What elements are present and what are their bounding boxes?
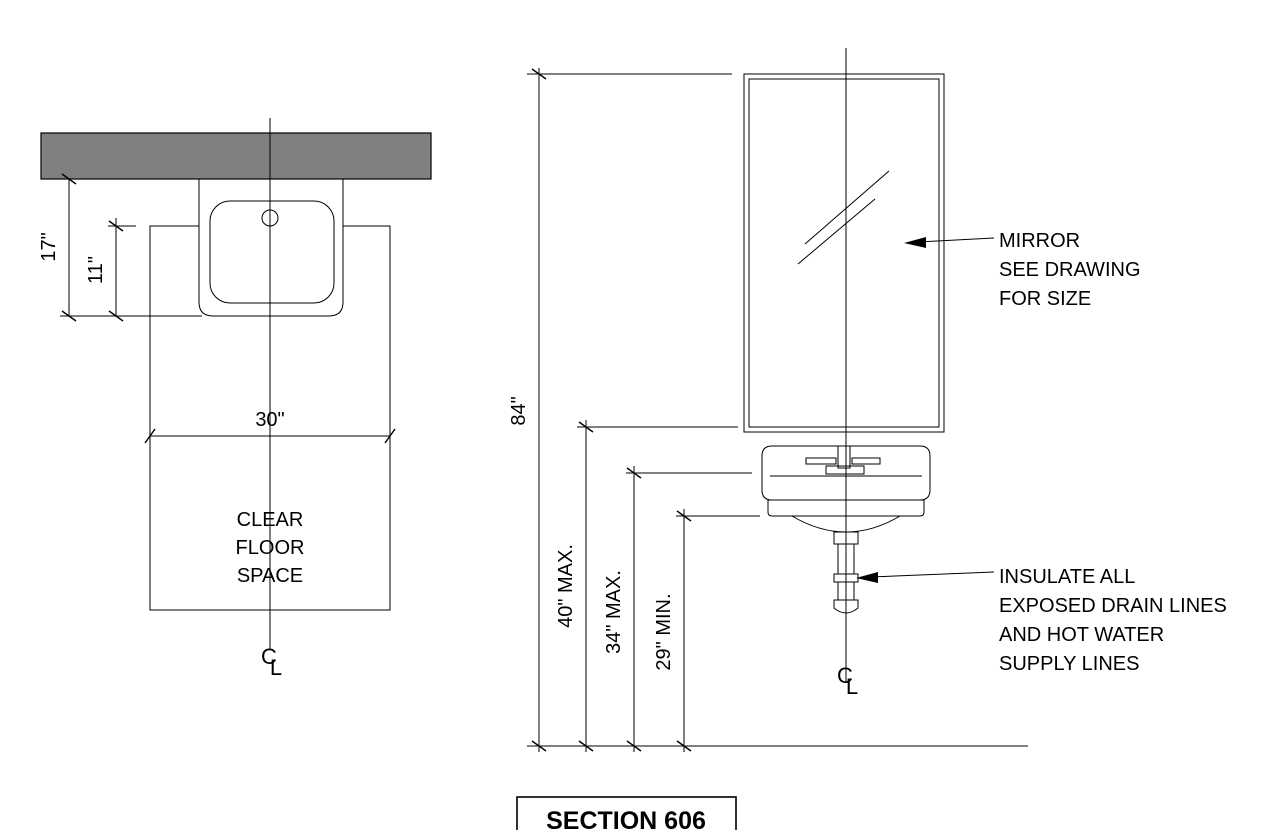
clear-floor-space-line2: FLOOR	[236, 537, 305, 559]
mirror-leader	[917, 237, 995, 243]
elevation-centerline-l: L	[846, 674, 858, 699]
insulate-arrowhead	[856, 572, 878, 583]
elevation-view: 84" 40" MAX. 34" MAX. 29" MIN. MIRROR SE…	[508, 48, 1227, 752]
mirror-outer	[743, 73, 945, 433]
wall	[40, 132, 432, 180]
mirror-glare-2	[804, 170, 890, 245]
mirror-glare-1	[797, 198, 876, 265]
lavatory-bowl	[209, 200, 335, 304]
insulate-leader	[869, 571, 995, 578]
clear-floor-space-line1: CLEAR	[237, 509, 304, 531]
plan-centerline-l: L	[270, 655, 282, 680]
dim-34-max-label: 34" MAX.	[603, 570, 625, 654]
dimension-84: 84"	[508, 68, 547, 752]
insulate-note-line2: EXPOSED DRAIN LINES	[999, 595, 1227, 617]
section-title-box: SECTION 606	[516, 796, 737, 830]
dim-84-label: 84"	[508, 396, 530, 425]
dimension-17: 17"	[38, 173, 202, 322]
mirror-inner	[748, 78, 940, 428]
dimension-29-min: 29" MIN.	[653, 509, 692, 752]
clear-floor-space-line3: SPACE	[237, 565, 303, 587]
mirror-note-line3: FOR SIZE	[999, 288, 1091, 310]
dim-11-label: 11"	[85, 256, 107, 284]
insulate-note-line3: AND HOT WATER	[999, 624, 1164, 646]
mirror-note-line1: MIRROR	[999, 230, 1080, 252]
plan-view: 17" 11" 30" CLEAR FLOOR SPACE C L	[38, 118, 432, 680]
mirror-note-line2: SEE DRAWING	[999, 259, 1141, 281]
plan-centerline-c: C	[261, 644, 277, 669]
insulate-note-line1: INSULATE ALL	[999, 566, 1135, 588]
insulate-note-line4: SUPPLY LINES	[999, 653, 1139, 675]
dim-30-label: 30"	[255, 409, 284, 431]
dimension-40-max: 40" MAX.	[555, 420, 594, 752]
lavatory-elevation	[761, 445, 931, 614]
dimension-34-max: 34" MAX.	[603, 466, 642, 752]
mirror-arrowhead	[904, 237, 926, 248]
elevation-centerline-c: C	[837, 663, 853, 688]
dim-40-max-label: 40" MAX.	[555, 544, 577, 628]
lavatory-plan-outline	[198, 179, 344, 317]
dim-17-label: 17"	[38, 232, 60, 261]
section-title: SECTION 606	[546, 807, 706, 830]
dimension-11: 11"	[85, 218, 136, 322]
dimension-30: 30"	[144, 409, 396, 444]
dim-29-min-label: 29" MIN.	[653, 593, 675, 670]
